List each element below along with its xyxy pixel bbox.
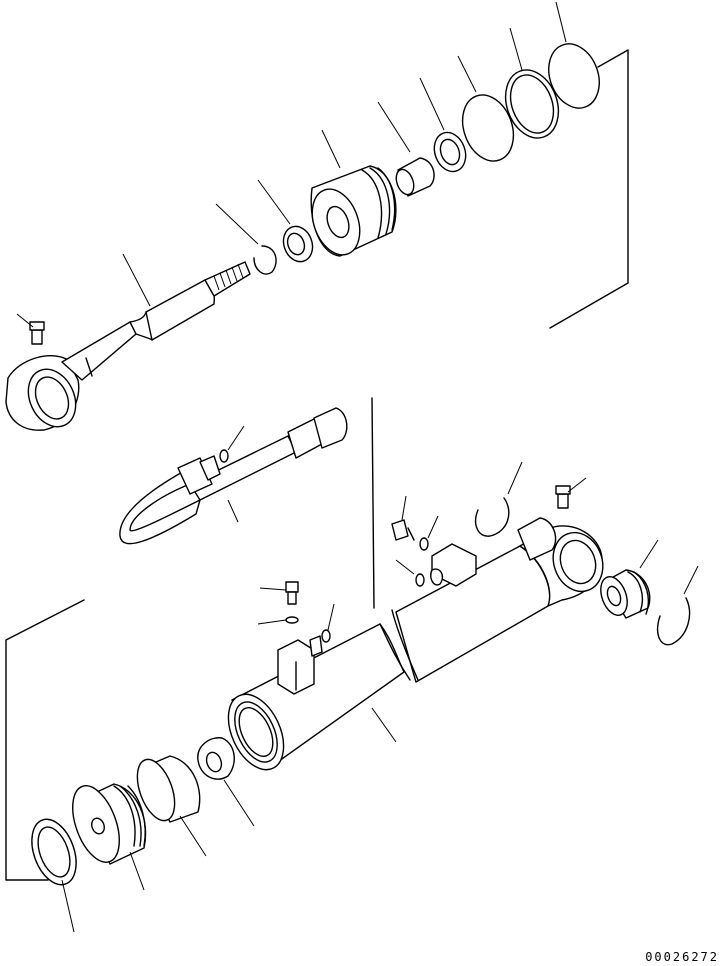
snap-ring-upper	[474, 461, 523, 537]
head-sleeve	[136, 755, 207, 857]
grease-fitting-rod	[16, 313, 45, 345]
cylinder-head	[72, 783, 147, 891]
port-bolt	[257, 581, 335, 657]
fitting-tube-port	[391, 495, 444, 587]
snap-ring-clevis	[656, 565, 699, 646]
cylinder-head-nut	[197, 737, 255, 827]
seal-ring	[548, 1, 600, 109]
clevis-bushing	[600, 539, 659, 619]
lower-assembly-bracket	[5, 599, 85, 881]
hose-assembly	[119, 397, 375, 609]
dust-seal	[31, 818, 77, 933]
snap-ring-rod	[215, 203, 277, 275]
upper-assembly-bracket	[549, 49, 629, 329]
bushing	[377, 101, 435, 197]
backup-ring	[504, 27, 560, 139]
piston-rod	[5, 253, 251, 431]
drawing-number: 00026272	[645, 950, 719, 964]
wear-ring	[419, 77, 467, 173]
piston	[310, 129, 397, 257]
o-ring-large	[457, 55, 515, 162]
cylinder-bottom-clevis	[431, 517, 604, 607]
cylinder-tube	[227, 545, 551, 771]
piston-nut	[257, 179, 314, 263]
grease-fitting-tube	[555, 477, 587, 509]
